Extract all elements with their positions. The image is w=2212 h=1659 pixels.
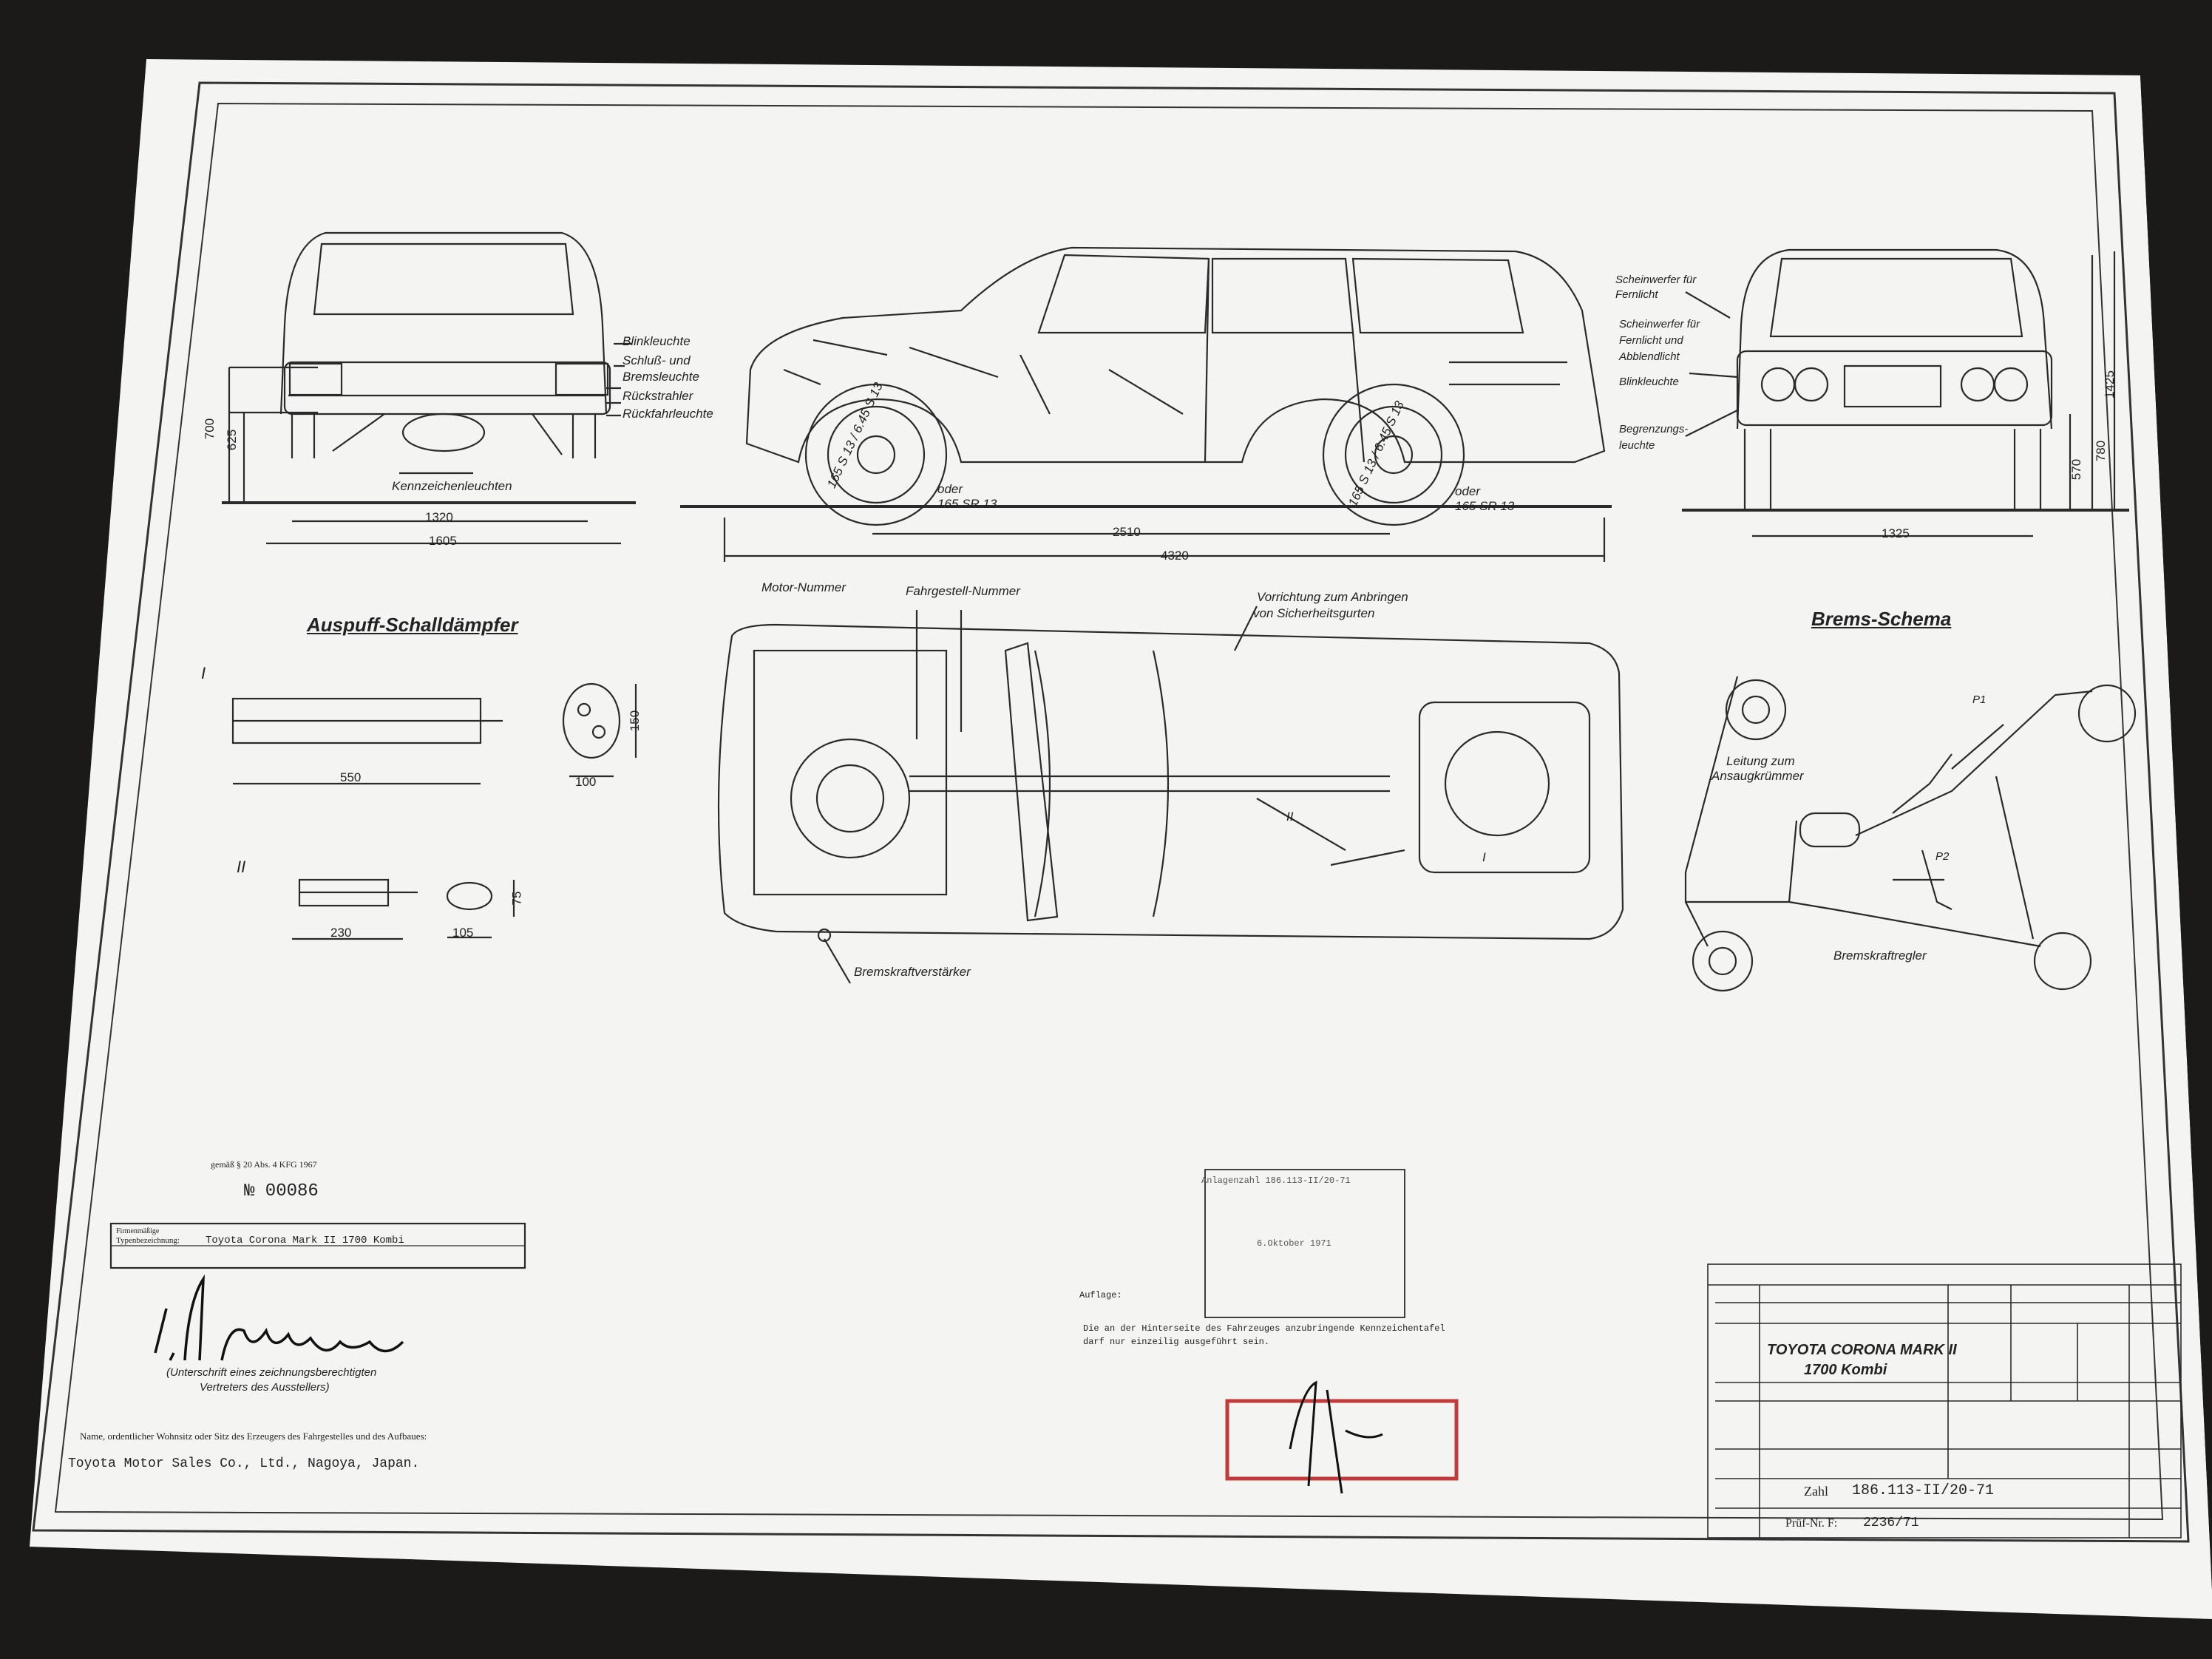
exhaust-drawing <box>231 682 637 940</box>
maker-caption: Name, ordentlicher Wohnsitz oder Sitz de… <box>80 1431 427 1442</box>
front-label-8: leuchte <box>1619 439 1655 452</box>
front-label-1: Scheinwerfer für <box>1615 274 1697 286</box>
label-engine-number: Motor-Nummer <box>761 580 846 594</box>
rear-label-rueckfahrleuchte: Rückfahrleuchte <box>622 407 713 421</box>
maker-value: Toyota Motor Sales Co., Ltd., Nagoya, Ja… <box>68 1456 420 1471</box>
approval-stamp-box <box>1204 1169 1405 1318</box>
tb-pruef-label: Prüf-Nr. F: <box>1785 1517 1838 1530</box>
exhaust-w-2: 105 <box>452 926 474 940</box>
red-stamp <box>1225 1399 1459 1481</box>
label-belt-1: Vorrichtung zum Anbringen <box>1257 590 1408 604</box>
front-dim-570: 570 <box>2069 458 2084 481</box>
plate-note-1: Die an der Hinterseite des Fahrzeuges an… <box>1083 1323 1445 1334</box>
rear-label-bremsleuchte: Bremsleuchte <box>622 370 699 384</box>
tb-pruef: 2236/71 <box>1863 1516 1919 1530</box>
exhaust-w-1: 100 <box>575 775 597 789</box>
front-label-4: Fernlicht und <box>1619 334 1683 347</box>
sig-caption-2: Vertreters des Ausstellers) <box>200 1381 330 1394</box>
tb-model-2: 1700 Kombi <box>1804 1362 1887 1378</box>
tb-zahl: 186.113-II/20-71 <box>1852 1482 1995 1499</box>
front-label-3: Scheinwerfer für <box>1619 318 1700 330</box>
per-kfg: gemäß § 20 Abs. 4 KFG 1967 <box>211 1159 317 1170</box>
front-dim-height: 1425 <box>2102 370 2117 398</box>
dim-length: 4320 <box>1161 549 1189 563</box>
title-block-frame <box>1707 1263 2182 1538</box>
top-mark-1: I <box>1482 850 1486 864</box>
exhaust-len-1: 550 <box>340 770 362 784</box>
signature-scribble <box>154 1274 404 1361</box>
brake-p1: P1 <box>1972 693 1987 706</box>
brake-line-1: Leitung zum <box>1726 754 1795 768</box>
front-label-6: Blinkleuchte <box>1619 376 1679 388</box>
plate-note-2: darf nur einzeilig ausgeführt sein. <box>1083 1337 1270 1347</box>
rear-dim-width: 1605 <box>429 534 457 548</box>
exhaust-roman-1: I <box>201 664 206 682</box>
brake-schema-drawing <box>1684 676 2137 992</box>
tire-alt-rear: 165 SR 13 <box>1455 499 1515 513</box>
tire-or-front: oder <box>937 482 963 496</box>
brake-regulator: Bremskraftregler <box>1833 949 1927 963</box>
brake-line-2: Ansaugkrümmer <box>1711 769 1804 783</box>
front-dim-780: 780 <box>2094 440 2108 462</box>
front-label-5: Abblendlicht <box>1619 350 1680 363</box>
dim-wheelbase: 2510 <box>1113 525 1141 539</box>
tire-or-rear: oder <box>1455 484 1481 498</box>
dark-background-corner <box>2140 0 2212 1590</box>
brake-title: Brems-Schema <box>1811 608 1952 630</box>
auflage-label: Auflage: <box>1079 1290 1122 1300</box>
sig-caption-1: (Unterschrift eines zeichnungsberechtigt… <box>166 1366 377 1379</box>
exhaust-len-2: 230 <box>330 926 352 940</box>
tire-alt-front: 165 SR 13 <box>937 497 997 511</box>
inner-frame <box>54 102 2164 1521</box>
type-value: Toyota Corona Mark II 1700 Kombi <box>206 1235 404 1246</box>
exhaust-title: Auspuff-Schalldämpfer <box>307 614 518 636</box>
paper <box>30 59 2212 1619</box>
type-label: Typenbezeichnung: <box>116 1236 180 1245</box>
doc-number: № 00086 <box>244 1181 319 1201</box>
exhaust-roman-2: II <box>237 858 246 876</box>
front-view-drawing <box>1682 248 2129 537</box>
side-view-drawing <box>680 246 1612 562</box>
top-view-drawing <box>717 605 1624 984</box>
exhaust-h-1: 150 <box>628 710 642 732</box>
rear-label-rueckstrahler: Rückstrahler <box>622 389 693 403</box>
brake-p2: P2 <box>1936 850 1950 863</box>
front-label-7: Begrenzungs- <box>1619 423 1689 435</box>
tb-model-1: TOYOTA CORONA MARK II <box>1767 1342 1957 1358</box>
label-chassis-number: Fahrgestell-Nummer <box>906 584 1020 598</box>
label-belt-2: von Sicherheitsgurten <box>1253 606 1375 620</box>
label-brake-booster: Bremskraftverstärker <box>854 965 971 979</box>
stamp-line: Anlagenzahl 186.113-II/20-71 <box>1201 1175 1351 1186</box>
rear-dim-625: 625 <box>225 429 240 451</box>
exhaust-h-2: 75 <box>509 891 524 906</box>
rear-label-schluss: Schluß- und <box>622 353 691 367</box>
rear-view-drawing <box>222 231 636 545</box>
rear-dim-700: 700 <box>203 418 217 440</box>
rear-label-kennzeichenleuchten: Kennzeichenleuchten <box>392 479 512 493</box>
top-mark-2: II <box>1286 810 1294 824</box>
rear-label-blinkleuchte: Blinkleuchte <box>622 334 691 348</box>
rear-dim-track: 1320 <box>425 510 453 524</box>
tb-zahl-label: Zahl <box>1804 1484 1828 1499</box>
front-dim-track: 1325 <box>1882 526 1910 540</box>
stamp-date: 6.Oktober 1971 <box>1257 1238 1331 1249</box>
front-label-2: Fernlicht <box>1615 288 1658 301</box>
outer-frame <box>32 81 2190 1543</box>
firm-label: Firmenmäßige <box>116 1227 160 1235</box>
